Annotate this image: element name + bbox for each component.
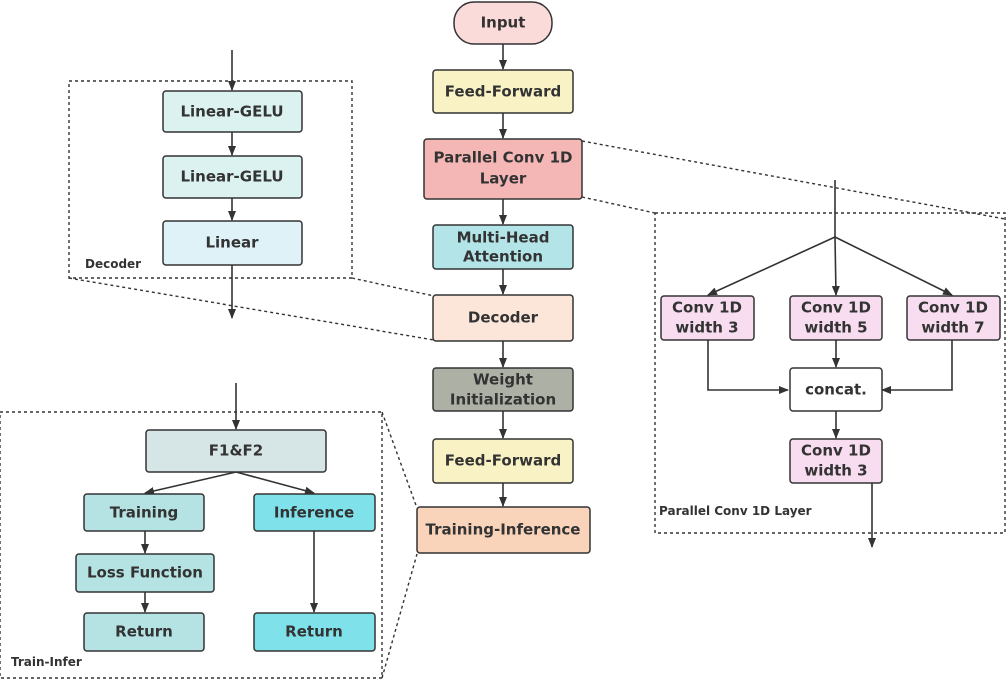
svg-text:Attention: Attention	[463, 248, 543, 266]
return-node-inference: Return	[253, 612, 376, 652]
f1f2-node: F1&F2	[145, 429, 327, 473]
parallel-conv-group-box	[654, 212, 1006, 534]
train-infer-group-label: Train-Infer	[11, 655, 82, 669]
training-node: Training	[83, 493, 205, 532]
svg-text:Return: Return	[285, 623, 343, 641]
svg-text:Conv 1D: Conv 1D	[801, 442, 871, 460]
conv-1d-width-5-node: Conv 1D width 5	[789, 295, 883, 341]
svg-text:Training-Inference: Training-Inference	[426, 521, 581, 539]
parallel-conv-zoom-connector-top	[581, 140, 1006, 220]
svg-text:Conv 1D: Conv 1D	[801, 299, 871, 317]
train-infer-zoom-connector-top	[381, 411, 418, 509]
svg-text:Conv 1D: Conv 1D	[918, 299, 988, 317]
linear-gelu-node-2: Linear-GELU	[162, 155, 303, 199]
edge-conv-w7-to-concat	[881, 340, 953, 394]
parallel-conv-zoom-connector-bottom	[581, 196, 656, 214]
conv-1d-width-7-node: Conv 1D width 7	[906, 295, 1001, 341]
linear-node: Linear	[162, 220, 303, 266]
svg-text:width 7: width 7	[921, 319, 984, 337]
edge-f1f2-to-inference	[235, 471, 315, 495]
svg-text:Decoder: Decoder	[468, 309, 539, 327]
parallel-conv-node: Parallel Conv 1D Layer	[423, 138, 583, 200]
svg-text:Return: Return	[115, 623, 173, 641]
edge-conv-w3-to-concat	[707, 340, 789, 394]
svg-text:width 3: width 3	[804, 462, 867, 480]
svg-text:Initialization: Initialization	[450, 391, 556, 409]
svg-text:concat.: concat.	[805, 381, 867, 399]
svg-text:Feed-Forward: Feed-Forward	[445, 452, 561, 470]
edge-f1f2-to-training	[144, 471, 237, 495]
edge-split-to-conv-w3	[707, 236, 836, 296]
svg-text:Feed-Forward: Feed-Forward	[445, 83, 561, 101]
decoder-zoom-connector-bottom	[68, 277, 435, 341]
parallel-conv-group-label: Parallel Conv 1D Layer	[659, 504, 812, 518]
svg-text:Input: Input	[481, 14, 526, 32]
svg-text:Loss Function: Loss Function	[87, 564, 203, 582]
svg-text:Linear: Linear	[205, 234, 259, 252]
svg-text:Linear-GELU: Linear-GELU	[180, 103, 283, 121]
multi-head-attention-node: Multi-Head Attention	[432, 224, 574, 270]
loss-function-node: Loss Function	[75, 553, 215, 593]
svg-text:Weight: Weight	[473, 371, 533, 389]
svg-text:F1&F2: F1&F2	[209, 442, 263, 460]
svg-text:Conv 1D: Conv 1D	[672, 299, 742, 317]
conv-1d-final-node: Conv 1D width 3	[789, 438, 883, 484]
svg-text:Linear-GELU: Linear-GELU	[180, 168, 283, 186]
training-inference-node: Training-Inference	[416, 506, 591, 554]
svg-text:Multi-Head: Multi-Head	[457, 229, 550, 247]
weight-initialization-node: Weight Initialization	[432, 367, 574, 412]
decoder-node: Decoder	[432, 294, 574, 342]
linear-gelu-node-1: Linear-GELU	[162, 90, 303, 133]
decoder-group-label: Decoder	[85, 257, 141, 271]
svg-text:Parallel Conv 1D: Parallel Conv 1D	[434, 149, 573, 167]
inference-node: Inference	[253, 493, 376, 532]
input-node: Input	[453, 1, 553, 45]
concat-node: concat.	[789, 367, 883, 412]
feed-forward-node-1: Feed-Forward	[432, 69, 574, 114]
edge-split-to-conv-w5	[831, 236, 840, 296]
edge-split-to-conv-w7	[834, 236, 953, 296]
conv-1d-width-3-node: Conv 1D width 3	[660, 295, 755, 341]
feed-forward-node-2: Feed-Forward	[432, 438, 574, 484]
svg-text:Inference: Inference	[274, 504, 354, 522]
svg-text:Layer: Layer	[480, 170, 527, 188]
svg-text:width 5: width 5	[804, 319, 867, 337]
svg-text:Training: Training	[110, 504, 178, 522]
return-node-training: Return	[83, 612, 205, 652]
svg-text:width 3: width 3	[675, 319, 738, 337]
decoder-zoom-connector-top	[351, 277, 435, 297]
train-infer-zoom-connector-bottom	[381, 553, 418, 679]
